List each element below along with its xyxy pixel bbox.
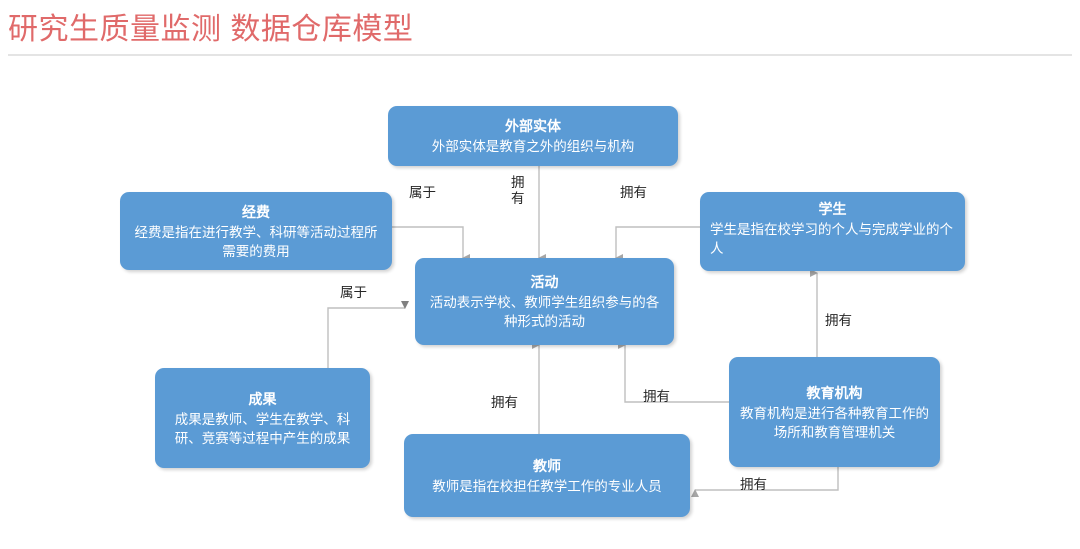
edge-label-external-activity: 拥有 (511, 175, 525, 206)
node-activity[interactable]: 活动 活动表示学校、教师学生组织参与的各种形式的活动 (415, 258, 674, 345)
node-desc: 活动表示学校、教师学生组织参与的各种形式的活动 (429, 295, 660, 329)
node-title: 外部实体 (505, 118, 561, 134)
node-desc: 教师是指在校担任教学工作的专业人员 (432, 478, 662, 494)
edge-org-teacher (691, 467, 839, 497)
diagram-canvas: 外部实体 外部实体是教育之外的组织与机构 经费 经费是指在进行教学、科研等活动过… (0, 62, 1080, 549)
edge-funding-activity (392, 226, 470, 262)
node-education-org[interactable]: 教育机构 教育机构是进行各种教育工作的场所和教育管理机关 (729, 357, 940, 467)
node-title: 教师 (533, 457, 561, 474)
node-title: 活动 (530, 274, 559, 290)
edge-label-achievement-activity: 属于 (340, 285, 367, 300)
node-achievement[interactable]: 成果 成果是教师、学生在教学、科研、竞赛等过程中产生的成果 (155, 368, 370, 468)
page-title: 研究生质量监测 数据仓库模型 (8, 13, 414, 46)
node-teacher[interactable]: 教师 教师是指在校担任教学工作的专业人员 (404, 434, 690, 517)
node-title: 经费 (242, 203, 270, 220)
node-desc: 成果是教师、学生在教学、科研、竞赛等过程中产生的成果 (174, 411, 351, 446)
edge-label-org-student: 拥有 (825, 313, 852, 328)
edge-label-funding-activity: 属于 (409, 185, 436, 200)
node-desc: 教育机构是进行各种教育工作的场所和教育管理机关 (740, 405, 929, 440)
edge-label-teacher-activity: 拥有 (491, 395, 518, 410)
edge-student-activity (615, 226, 700, 262)
title-divider (8, 54, 1072, 56)
node-title: 学生 (818, 201, 847, 217)
node-desc: 外部实体是教育之外的组织与机构 (431, 139, 635, 154)
node-funding[interactable]: 经费 经费是指在进行教学、科研等活动过程所需要的费用 (120, 192, 392, 270)
edge-label-org-activity: 拥有 (643, 389, 670, 404)
node-desc: 学生是指在校学习的个人与完成学业的个人 (710, 222, 953, 256)
node-desc: 经费是指在进行教学、科研等活动过程所需要的费用 (134, 224, 378, 259)
node-student[interactable]: 学生 学生是指在校学习的个人与完成学业的个人 (700, 192, 965, 271)
edge-label-student-activity: 拥有 (620, 185, 647, 200)
node-title: 成果 (248, 390, 277, 407)
node-external-entity[interactable]: 外部实体 外部实体是教育之外的组织与机构 (388, 106, 678, 166)
edge-label-org-teacher: 拥有 (740, 477, 767, 492)
edge-org-activity (618, 341, 729, 403)
node-title: 教育机构 (806, 384, 863, 401)
